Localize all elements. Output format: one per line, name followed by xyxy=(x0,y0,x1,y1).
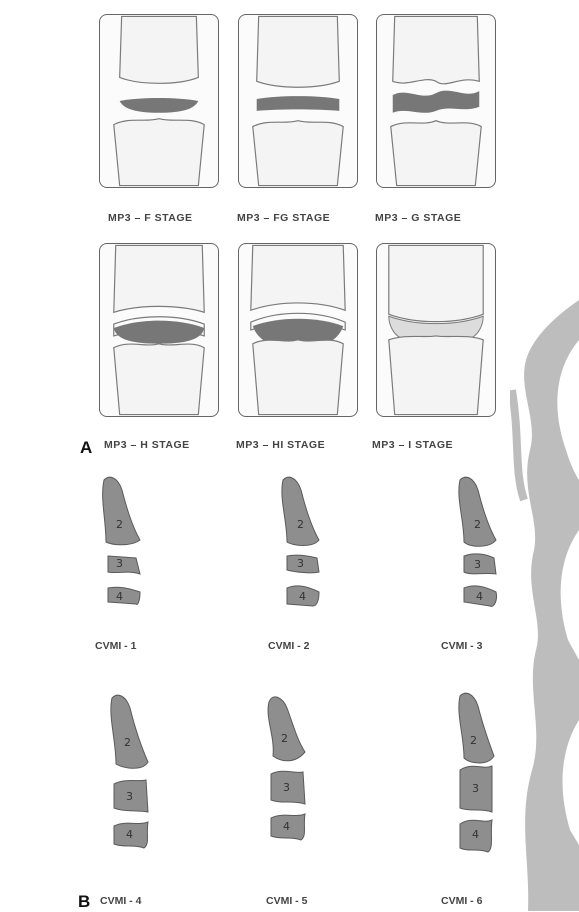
vertebra-number-c3: 3 xyxy=(297,557,304,570)
vertebra-number-c4: 4 xyxy=(472,828,479,841)
vertebra-number-c2: 2 xyxy=(281,732,288,745)
phalanx-illustration xyxy=(100,244,218,416)
mp3-stage-panel xyxy=(238,14,358,188)
phalanx-illustration xyxy=(239,244,357,416)
mp3-stage-panel xyxy=(376,243,496,417)
cervical-vertebrae-illustration: 2 3 4 xyxy=(452,692,506,860)
mp3-stage-panel xyxy=(99,14,219,188)
cvmi-stage-label: CVMI - 5 xyxy=(266,895,307,907)
vertebra-number-c2: 2 xyxy=(297,518,304,531)
watermark-graphic xyxy=(510,300,579,911)
vertebra-number-c3: 3 xyxy=(472,782,479,795)
mp3-stage-label: MP3 – I STAGE xyxy=(372,439,453,451)
cervical-vertebrae-illustration: 2 3 4 xyxy=(275,476,329,644)
mp3-stage-panel xyxy=(99,243,219,417)
vertebra-number-c4: 4 xyxy=(283,820,290,833)
cvmi-stage-figure: 2 3 4 xyxy=(263,694,317,867)
cervical-vertebrae-illustration: 2 3 4 xyxy=(263,694,317,862)
vertebra-number-c3: 3 xyxy=(474,558,481,571)
vertebra-number-c3: 3 xyxy=(283,781,290,794)
cvmi-stage-label: CVMI - 1 xyxy=(95,640,136,652)
cvmi-stage-figure: 2 3 4 xyxy=(275,476,329,649)
cervical-vertebrae-illustration: 2 3 4 xyxy=(104,694,158,862)
mp3-stage-label: MP3 – H STAGE xyxy=(104,439,190,451)
cvmi-stage-figure: 2 3 4 xyxy=(96,476,150,649)
vertebra-number-c4: 4 xyxy=(299,590,306,603)
section-a-letter: A xyxy=(80,438,92,458)
vertebra-number-c4: 4 xyxy=(126,828,133,841)
mp3-stage-panel xyxy=(238,243,358,417)
vertebra-number-c2: 2 xyxy=(470,734,477,747)
cvmi-stage-label: CVMI - 6 xyxy=(441,895,482,907)
cvmi-stage-figure: 2 3 4 xyxy=(452,692,506,865)
mp3-stage-label: MP3 – G STAGE xyxy=(375,212,461,224)
phalanx-illustration xyxy=(239,15,357,187)
cvmi-stage-label: CVMI - 2 xyxy=(268,640,309,652)
mp3-stage-label: MP3 – FG STAGE xyxy=(237,212,330,224)
cervical-vertebrae-illustration: 2 3 4 xyxy=(96,476,150,644)
mp3-stage-label: MP3 – HI STAGE xyxy=(236,439,325,451)
vertebra-number-c4: 4 xyxy=(476,590,483,603)
mp3-stage-panel xyxy=(376,14,496,188)
cvmi-stage-label: CVMI - 4 xyxy=(100,895,141,907)
vertebra-number-c2: 2 xyxy=(124,736,131,749)
vertebra-number-c2: 2 xyxy=(116,518,123,531)
phalanx-illustration xyxy=(100,15,218,187)
cervical-vertebrae-illustration: 2 3 4 xyxy=(452,476,506,644)
phalanx-illustration xyxy=(377,244,495,416)
mp3-stage-label: MP3 – F STAGE xyxy=(108,212,193,224)
cvmi-stage-label: CVMI - 3 xyxy=(441,640,482,652)
vertebra-number-c4: 4 xyxy=(116,590,123,603)
phalanx-illustration xyxy=(377,15,495,187)
section-b-letter: B xyxy=(78,892,90,912)
vertebra-number-c3: 3 xyxy=(116,557,123,570)
cvmi-stage-figure: 2 3 4 xyxy=(452,476,506,649)
vertebra-number-c2: 2 xyxy=(474,518,481,531)
cvmi-stage-figure: 2 3 4 xyxy=(104,694,158,867)
vertebra-number-c3: 3 xyxy=(126,790,133,803)
